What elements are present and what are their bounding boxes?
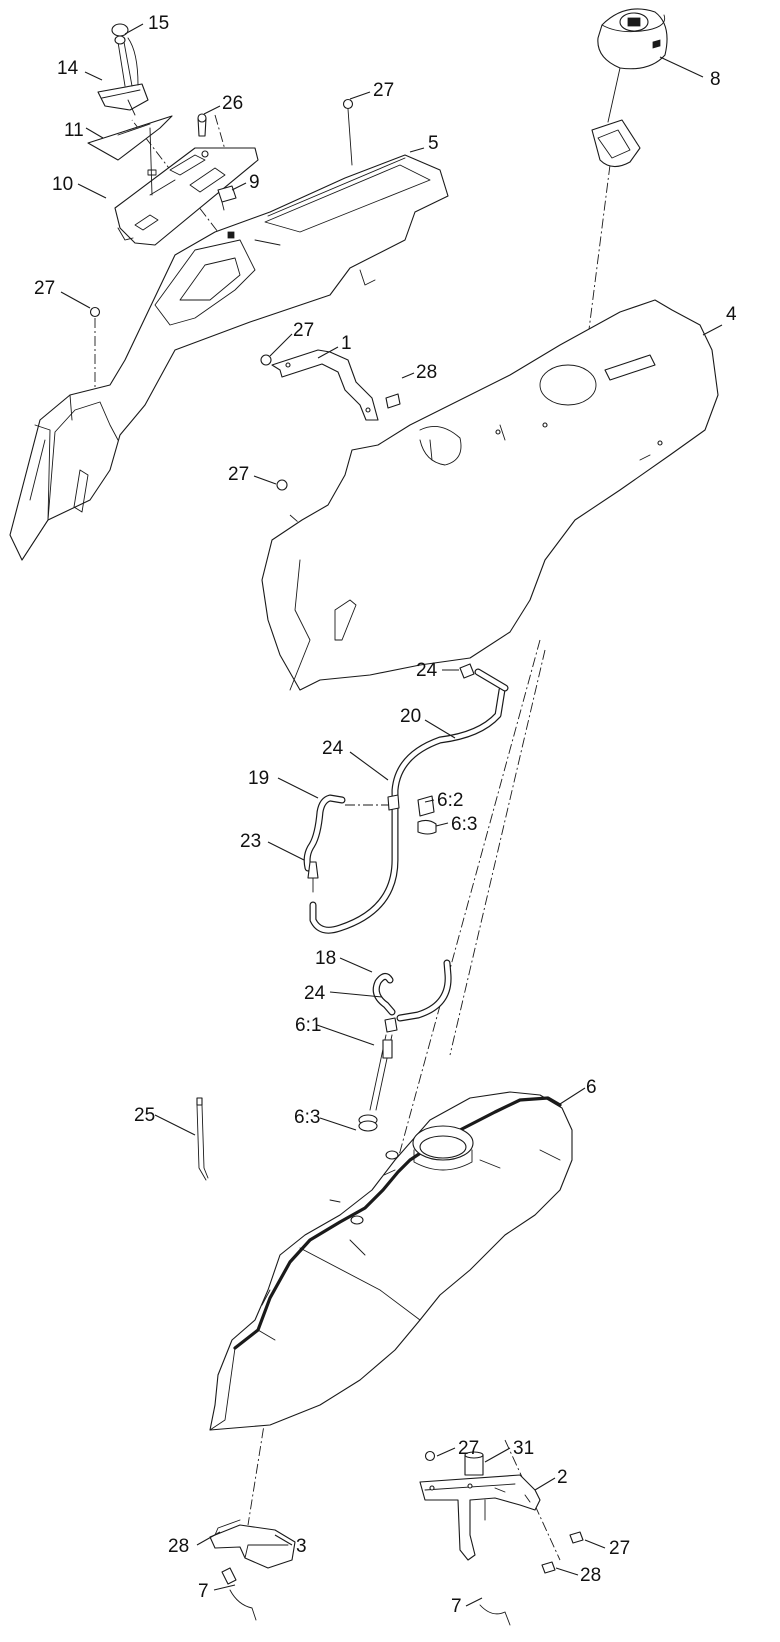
callout-14: 14 — [57, 58, 79, 79]
callout-27-bracket: 27 — [293, 320, 314, 341]
throttle-assembly-part-14-15 — [97, 23, 149, 116]
fuel-cap-part-8 — [591, 8, 668, 168]
callout-25: 25 — [134, 1105, 155, 1126]
callout-7-right: 7 — [451, 1596, 462, 1617]
callout-20: 20 — [400, 706, 421, 727]
screw-part-26 — [197, 113, 209, 158]
tank-bracket-part-2 — [419, 1450, 584, 1626]
callout-4: 4 — [726, 304, 737, 325]
hose-part-18 — [372, 959, 452, 1033]
fuel-hose-part-20 — [309, 686, 506, 934]
callout-28-right: 28 — [580, 1565, 601, 1586]
check-valve-part-23 — [307, 861, 319, 893]
callout-6-3-lower: 6:3 — [294, 1107, 320, 1128]
callout-3: 3 — [296, 1536, 307, 1557]
callout-6-3-upper: 6:3 — [451, 814, 477, 835]
vent-hose-part-19 — [303, 794, 346, 872]
console-cover-part-5 — [9, 154, 449, 561]
bracket-part-11 — [87, 115, 173, 196]
callout-10: 10 — [52, 174, 73, 195]
callout-5: 5 — [428, 133, 439, 154]
assembly-centerlines — [94, 114, 611, 1561]
callout-15: 15 — [148, 13, 169, 34]
cable-tie-part-25 — [196, 1097, 209, 1181]
pickup-tube-part-6-1 — [369, 1034, 393, 1111]
callout-24-lower: 24 — [304, 983, 326, 1004]
callout-6-1: 6:1 — [295, 1015, 321, 1036]
screw-part-27-left — [89, 306, 101, 318]
callout-27-bracket2: 27 — [458, 1438, 479, 1459]
callout-labels: 15 14 11 10 26 27 5 9 27 27 1 28 27 4 8 … — [34, 13, 737, 1617]
callout-28-left: 28 — [168, 1536, 189, 1557]
callout-28-top: 28 — [416, 362, 437, 383]
fuel-tank-part-6 — [209, 1091, 573, 1431]
callout-2: 2 — [557, 1467, 568, 1488]
leader-lines — [60, 23, 723, 1607]
callout-26: 26 — [222, 93, 243, 114]
screw-part-27-top — [342, 98, 354, 166]
hose-connector-part-24-top — [459, 663, 509, 692]
callout-1: 1 — [341, 333, 352, 354]
clip-part-9 — [217, 185, 237, 239]
callout-18: 18 — [315, 948, 336, 969]
callout-27-fender: 27 — [228, 464, 249, 485]
control-plate-part-10 — [114, 147, 259, 246]
bracket-part-1 — [260, 349, 401, 421]
callout-7-left: 7 — [198, 1581, 209, 1602]
tank-bracket-part-3 — [209, 1519, 296, 1621]
callout-24-top: 24 — [416, 660, 438, 681]
screw-part-27-fender — [276, 479, 288, 491]
callout-24-mid: 24 — [322, 738, 344, 759]
callout-8: 8 — [710, 69, 721, 90]
callout-11: 11 — [64, 120, 84, 141]
grommet-part-6-3 — [358, 1114, 378, 1132]
elbow-part-6-2 — [387, 794, 437, 835]
callout-27-top: 27 — [373, 80, 394, 101]
callout-27-right: 27 — [609, 1538, 630, 1559]
callout-6: 6 — [586, 1077, 597, 1098]
fender-part-4 — [261, 299, 719, 691]
callout-27-left: 27 — [34, 278, 55, 299]
callout-31: 31 — [513, 1438, 534, 1459]
callout-19: 19 — [248, 768, 269, 789]
callout-9: 9 — [249, 172, 260, 193]
callout-6-2: 6:2 — [437, 790, 463, 811]
callout-23: 23 — [240, 831, 261, 852]
